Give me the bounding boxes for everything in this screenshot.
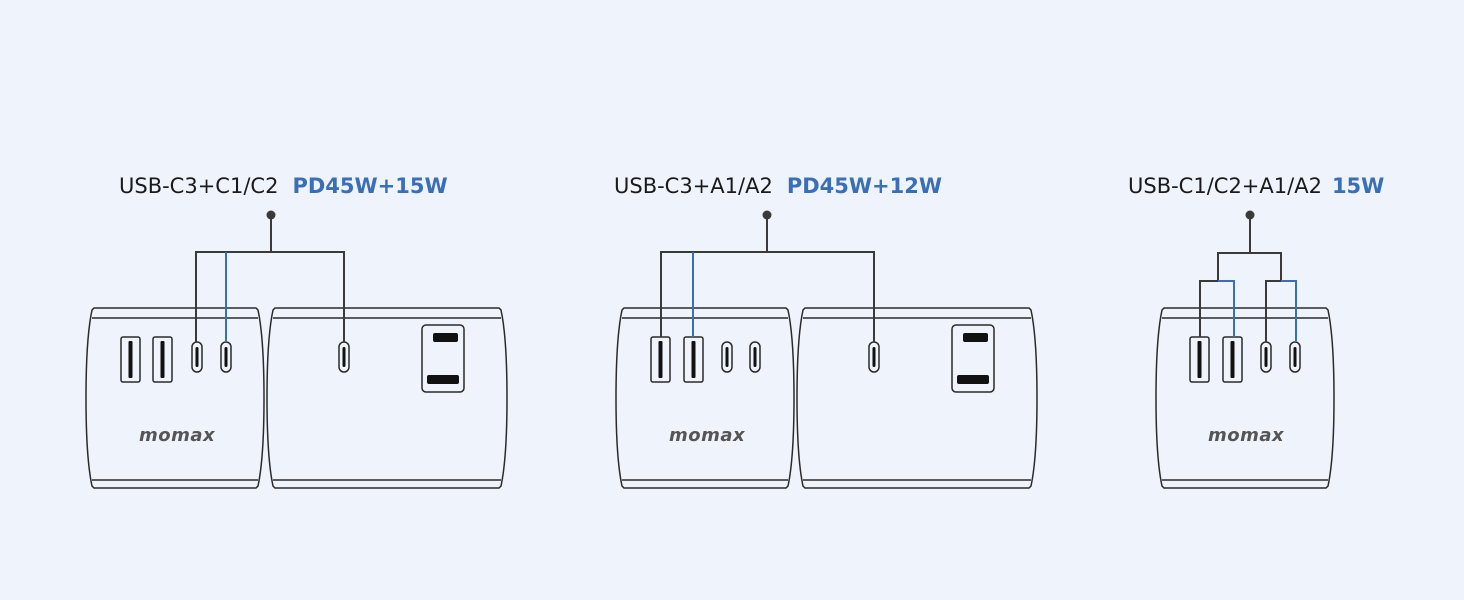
brand-logo: momax [139,425,216,446]
ports-text: USB-C3+A1/A2 [614,174,773,198]
charger-group-1 [85,210,508,489]
usb-a1-port-icon [1189,336,1210,383]
config-label-2: USB-C3+A1/A2 PD45W+12W [614,174,942,198]
junction-dot-icon [1245,210,1255,220]
usb-c1-port-icon [191,341,203,373]
usb-c3-port-icon [868,341,880,373]
connection-lines [1199,210,1297,342]
extension-body [266,307,508,489]
charger-group-3 [1155,210,1335,489]
power-text: PD45W+12W [786,174,943,198]
charger-body [1155,307,1335,489]
ports-text: USB-C3+C1/C2 [119,174,279,198]
usb-a2-port-icon [152,336,173,383]
brand-logo: momax [669,425,746,446]
usb-a2-port-icon [1222,336,1243,383]
usb-a1-port-icon [650,336,671,383]
junction-dot-icon [266,210,276,220]
usb-c2-port-icon [749,341,761,373]
config-label-3: USB-C1/C2+A1/A2 15W [1128,174,1384,198]
config-label-1: USB-C3+C1/C2 PD45W+15W [119,174,448,198]
ac-outlet-icon [421,324,465,393]
connection-lines [195,210,345,342]
connection-lines [660,210,875,342]
ports-text: USB-C1/C2+A1/A2 [1128,174,1322,198]
power-text: PD45W+15W [292,174,448,198]
brand-logo: momax [1208,425,1285,446]
junction-dot-icon [762,210,772,220]
charger-body [85,307,265,489]
power-text: 15W [1331,174,1385,198]
usb-c2-port-icon [1289,341,1301,373]
extension-body [796,307,1038,489]
charger-body [615,307,795,489]
usb-c2-port-icon [220,341,232,373]
usb-c1-port-icon [721,341,733,373]
usb-a1-port-icon [120,336,141,383]
usb-a2-port-icon [683,336,704,383]
ac-outlet-icon [951,324,995,393]
charger-group-2 [615,210,1038,489]
usb-c3-port-icon [338,341,350,373]
usb-c1-port-icon [1260,341,1272,373]
